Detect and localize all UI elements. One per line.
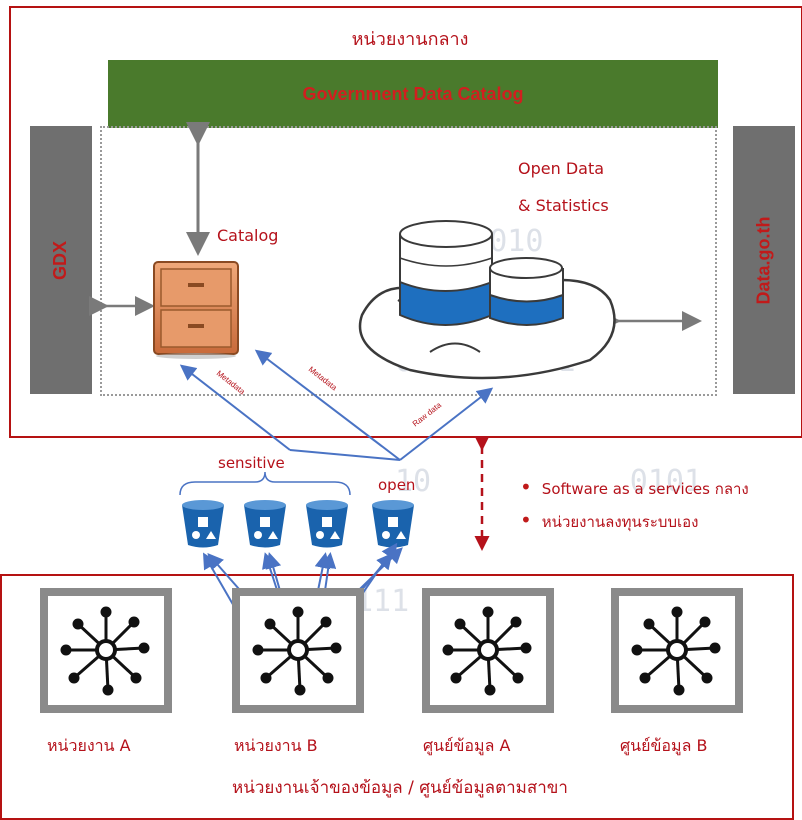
central-agency-title: หน่วยงานกลาง bbox=[351, 29, 469, 50]
open-data-database-icon bbox=[358, 220, 616, 380]
bucket-sensitive-1 bbox=[182, 500, 224, 548]
catalog-label: Catalog bbox=[217, 226, 279, 245]
network-hub-icon bbox=[442, 606, 532, 696]
gdc-label: Government Data Catalog bbox=[302, 83, 524, 104]
sensitive-brace bbox=[179, 471, 351, 496]
datacenter-a-label: ศูนย์ข้อมูล A bbox=[423, 736, 511, 755]
open-data-label-1: Open Data bbox=[518, 159, 605, 178]
datacenter-a-node[interactable] bbox=[422, 588, 554, 713]
raw-data-arrow bbox=[399, 387, 494, 461]
services-list: Software as a services กลาง หน่วยงานลงทุ… bbox=[520, 472, 749, 538]
bucket-sensitive-3 bbox=[306, 500, 348, 548]
bucket-open bbox=[372, 500, 414, 548]
agency-a-node[interactable] bbox=[40, 588, 172, 713]
data-go-th-bar[interactable]: Data.go.th bbox=[733, 126, 795, 394]
data-owner-footer: หน่วยงานเจ้าของข้อมูล / ศูนย์ข้อมูลตามสา… bbox=[232, 778, 568, 798]
catalog-cabinet-icon bbox=[153, 261, 239, 359]
services-item-2: หน่วยงานลงทุนระบบเอง bbox=[520, 505, 749, 538]
network-hub-icon bbox=[631, 606, 721, 696]
network-hub-icon bbox=[252, 606, 342, 696]
open-data-label-2: & Statistics bbox=[518, 196, 609, 215]
metadata-arrow-1 bbox=[179, 364, 291, 451]
agency-a-label: หน่วยงาน A bbox=[47, 736, 131, 755]
services-item-1: Software as a services กลาง bbox=[520, 472, 749, 505]
datacenter-b-label: ศูนย์ข้อมูล B bbox=[620, 736, 708, 755]
sensitive-label: sensitive bbox=[218, 454, 285, 472]
bucket-sensitive-2 bbox=[244, 500, 286, 548]
gdx-bar[interactable]: GDX bbox=[30, 126, 92, 394]
catalog-area bbox=[100, 126, 717, 396]
agency-b-node[interactable] bbox=[232, 588, 364, 713]
government-data-catalog-bar[interactable]: Government Data Catalog bbox=[108, 60, 718, 128]
open-label: open bbox=[378, 476, 416, 494]
network-hub-icon bbox=[60, 606, 150, 696]
sensitive-to-catalog-line bbox=[289, 449, 401, 461]
metadata-arrow-2 bbox=[254, 349, 401, 461]
agency-b-label: หน่วยงาน B bbox=[234, 736, 318, 755]
datacenter-b-node[interactable] bbox=[611, 588, 743, 713]
